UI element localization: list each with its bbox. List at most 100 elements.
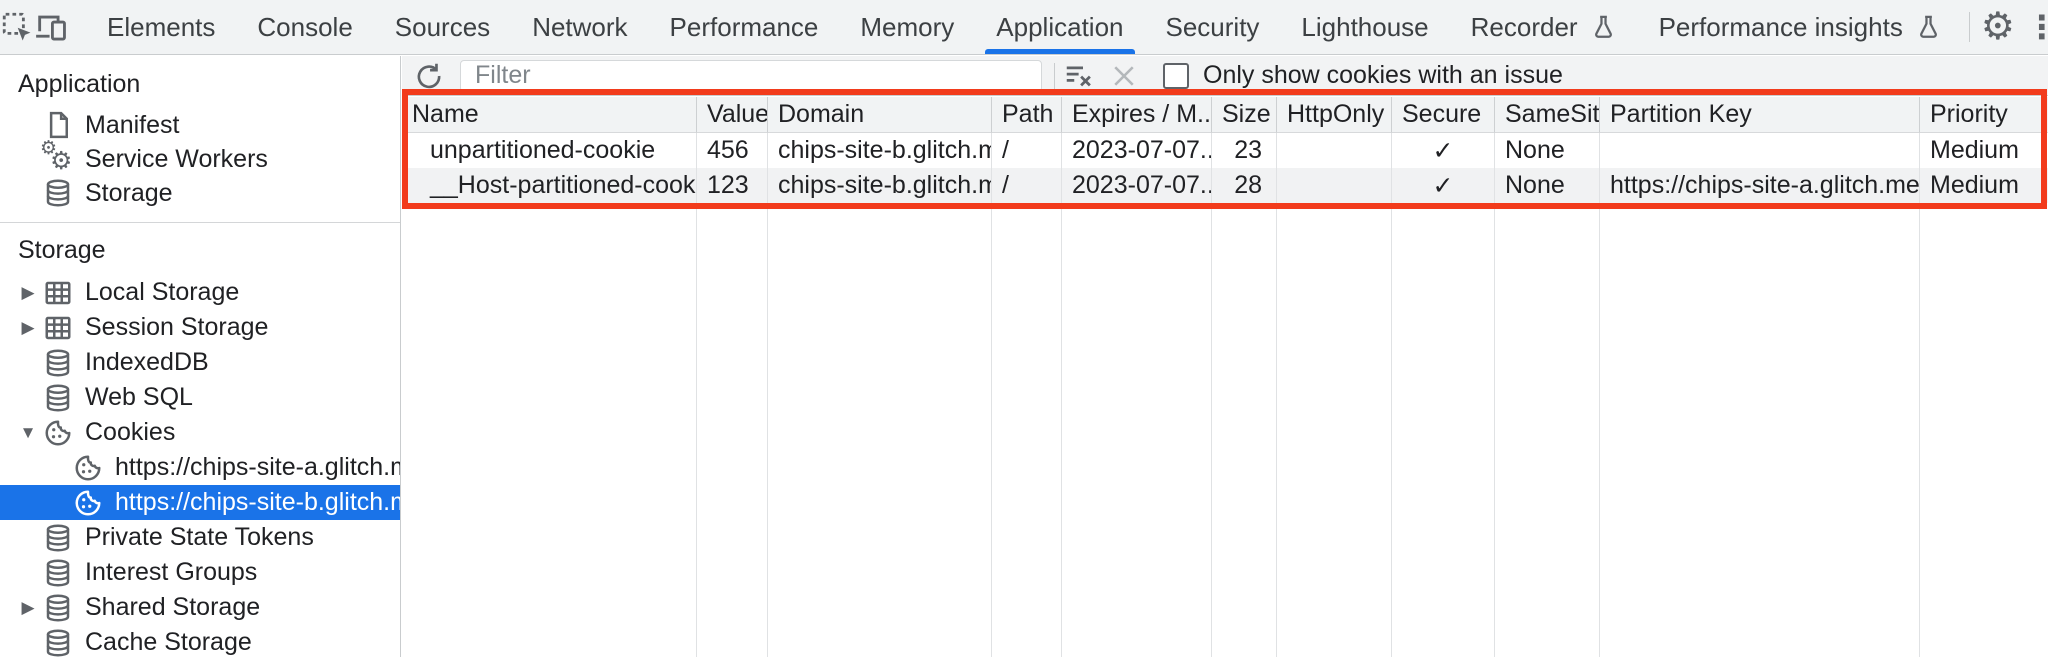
chevron-right-icon[interactable]: ▶ [21,317,35,337]
sidebar-item-local-storage[interactable]: ▶ Local Storage [0,275,400,310]
delete-cookie-button[interactable] [1101,56,1147,96]
issue-filter: Only show cookies with an issue [1163,61,1563,90]
table-filler-column [1392,203,1495,657]
chevron-down-icon[interactable]: ▼ [19,422,37,442]
sidebar-item-shared-storage[interactable]: ▶ Shared Storage [0,590,400,625]
table-filler-column [1212,203,1277,657]
column-header-expires[interactable]: Expires / M... [1062,97,1212,133]
tab-lighthouse[interactable]: Lighthouse [1301,11,1429,42]
cookie-row-2-samesite[interactable]: None [1495,168,1600,203]
toolbar-separator [1054,62,1055,89]
cookie-icon [42,417,74,449]
column-header-path[interactable]: Path [992,97,1062,133]
only-issue-label: Only show cookies with an issue [1203,61,1563,89]
tab-console[interactable]: Console [257,11,353,42]
column-header-value[interactable]: Value [697,97,768,133]
cookie-row-2-path[interactable]: / [992,168,1062,203]
sidebar-item-service-workers[interactable]: ⚙⚙ Service Workers [40,138,268,175]
column-header-priority[interactable]: Priority [1920,97,2048,133]
tab-application[interactable]: Application [975,0,1144,54]
column-header-httponly[interactable]: HttpOnly [1277,97,1392,133]
cookie-row-2-size[interactable]: 28 [1212,168,1277,203]
database-icon [42,382,74,414]
flask-icon [1590,14,1617,41]
cookie-row-1-size[interactable]: 23 [1212,133,1277,168]
chevron-right-icon[interactable]: ▶ [21,597,35,617]
cookie-row-1-domain[interactable]: chips-site-b.glitch.me [768,133,992,168]
cookie-row-1-priority[interactable]: Medium [1920,133,2048,168]
inspect-element-button[interactable] [0,0,34,54]
table-filler-column [1920,203,2048,657]
column-header-name[interactable]: Name [402,97,697,133]
cookie-row-1-secure[interactable]: ✓ [1392,133,1495,168]
devtools-tabbar: Elements Console Sources Network Perform… [0,0,2048,55]
cookie-row-2-secure[interactable]: ✓ [1392,168,1495,203]
cookie-row-1-value[interactable]: 456 [697,133,768,168]
tab-security[interactable]: Security [1165,11,1260,42]
cookie-row-2-partition-key[interactable]: https://chips-site-a.glitch.me [1600,168,1920,203]
clear-filter-button[interactable] [1055,56,1101,96]
table-icon [42,312,74,344]
tabbar-right-controls: ⚙ ⋮ [1963,0,2048,54]
cookie-row-2-priority[interactable]: Medium [1920,168,2048,203]
cookie-row-1-samesite[interactable]: None [1495,133,1600,168]
tab-recorder[interactable]: Recorder [1450,0,1638,54]
column-header-samesite[interactable]: SameSite [1495,97,1600,133]
sidebar-item-manifest[interactable]: Manifest [0,108,400,142]
cookie-row-2-name[interactable]: __Host-partitioned-cookie [402,168,697,203]
column-header-size[interactable]: Size [1212,97,1277,133]
column-header-domain[interactable]: Domain [768,97,992,133]
table-filler-column [1495,203,1600,657]
database-icon [42,557,74,589]
cookie-row-2-httponly[interactable] [1277,168,1392,203]
table-icon [42,277,74,309]
cookies-toolbar: Only show cookies with an issue [402,56,2048,96]
sidebar-item-cache-storage[interactable]: Cache Storage [0,625,400,657]
table-filler-column [1277,203,1392,657]
cookie-row-2-domain[interactable]: chips-site-b.glitch.me [768,168,992,203]
cookie-row-1-expires[interactable]: 2023-07-07... [1062,133,1212,168]
tab-network[interactable]: Network [532,11,628,42]
filter-input[interactable] [460,59,1042,92]
sidebar-item-cookies-chips-site-a[interactable]: https://chips-site-a.glitch.me [0,450,400,485]
column-header-partition-key[interactable]: Partition Key [1600,97,1920,133]
sidebar-section-application: Application Manifest ⚙⚙ Service Workers … [0,56,400,210]
more-options-button[interactable]: ⋮ [2020,0,2048,54]
tab-performance[interactable]: Performance [669,11,819,42]
sidebar-item-session-storage[interactable]: ▶ Session Storage [0,310,400,345]
cookie-icon [72,487,104,519]
cookie-row-2-value[interactable]: 123 [697,168,768,203]
tab-elements[interactable]: Elements [107,11,216,42]
sidebar-item-interest-groups[interactable]: Interest Groups [0,555,400,590]
application-sidebar: Application Manifest ⚙⚙ Service Workers … [0,56,401,657]
device-toolbar-button[interactable] [34,0,68,54]
x-icon [1110,62,1138,90]
sidebar-item-web-sql[interactable]: Web SQL [0,380,400,415]
database-icon [42,522,74,554]
cookie-row-1-partition-key[interactable] [1600,133,1920,168]
device-toolbar-icon [34,10,68,44]
chevron-right-icon[interactable]: ▶ [21,282,35,302]
gears-icon: ⚙⚙ [40,138,73,175]
cookie-table: Name Value Domain Path Expires / M... Si… [402,97,2048,657]
table-filler-column [697,203,768,657]
sidebar-item-indexeddb[interactable]: IndexedDB [0,345,400,380]
tab-performance-insights[interactable]: Performance insights [1638,0,1963,54]
cookie-row-2-expires[interactable]: 2023-07-07... [1062,168,1212,203]
cookie-row-1-name[interactable]: unpartitioned-cookie [402,133,697,168]
sidebar-item-cookies-chips-site-b[interactable]: https://chips-site-b.glitch.me [0,485,400,520]
sidebar-item-storage[interactable]: Storage [0,176,400,210]
cookie-row-1-httponly[interactable] [1277,133,1392,168]
sidebar-item-private-state-tokens[interactable]: Private State Tokens [0,520,400,555]
section-title-application: Application [18,70,141,98]
tab-sources[interactable]: Sources [394,11,491,42]
only-issue-checkbox[interactable] [1163,62,1189,89]
tab-memory[interactable]: Memory [860,11,955,42]
cookie-row-1-path[interactable]: / [992,133,1062,168]
settings-button[interactable]: ⚙ [1976,0,2020,54]
refresh-button[interactable] [406,56,452,96]
sidebar-item-cookies[interactable]: ▼ Cookies [0,415,400,450]
toolbar-separator [1968,12,1970,42]
database-icon [42,627,74,657]
column-header-secure[interactable]: Secure [1392,97,1495,133]
